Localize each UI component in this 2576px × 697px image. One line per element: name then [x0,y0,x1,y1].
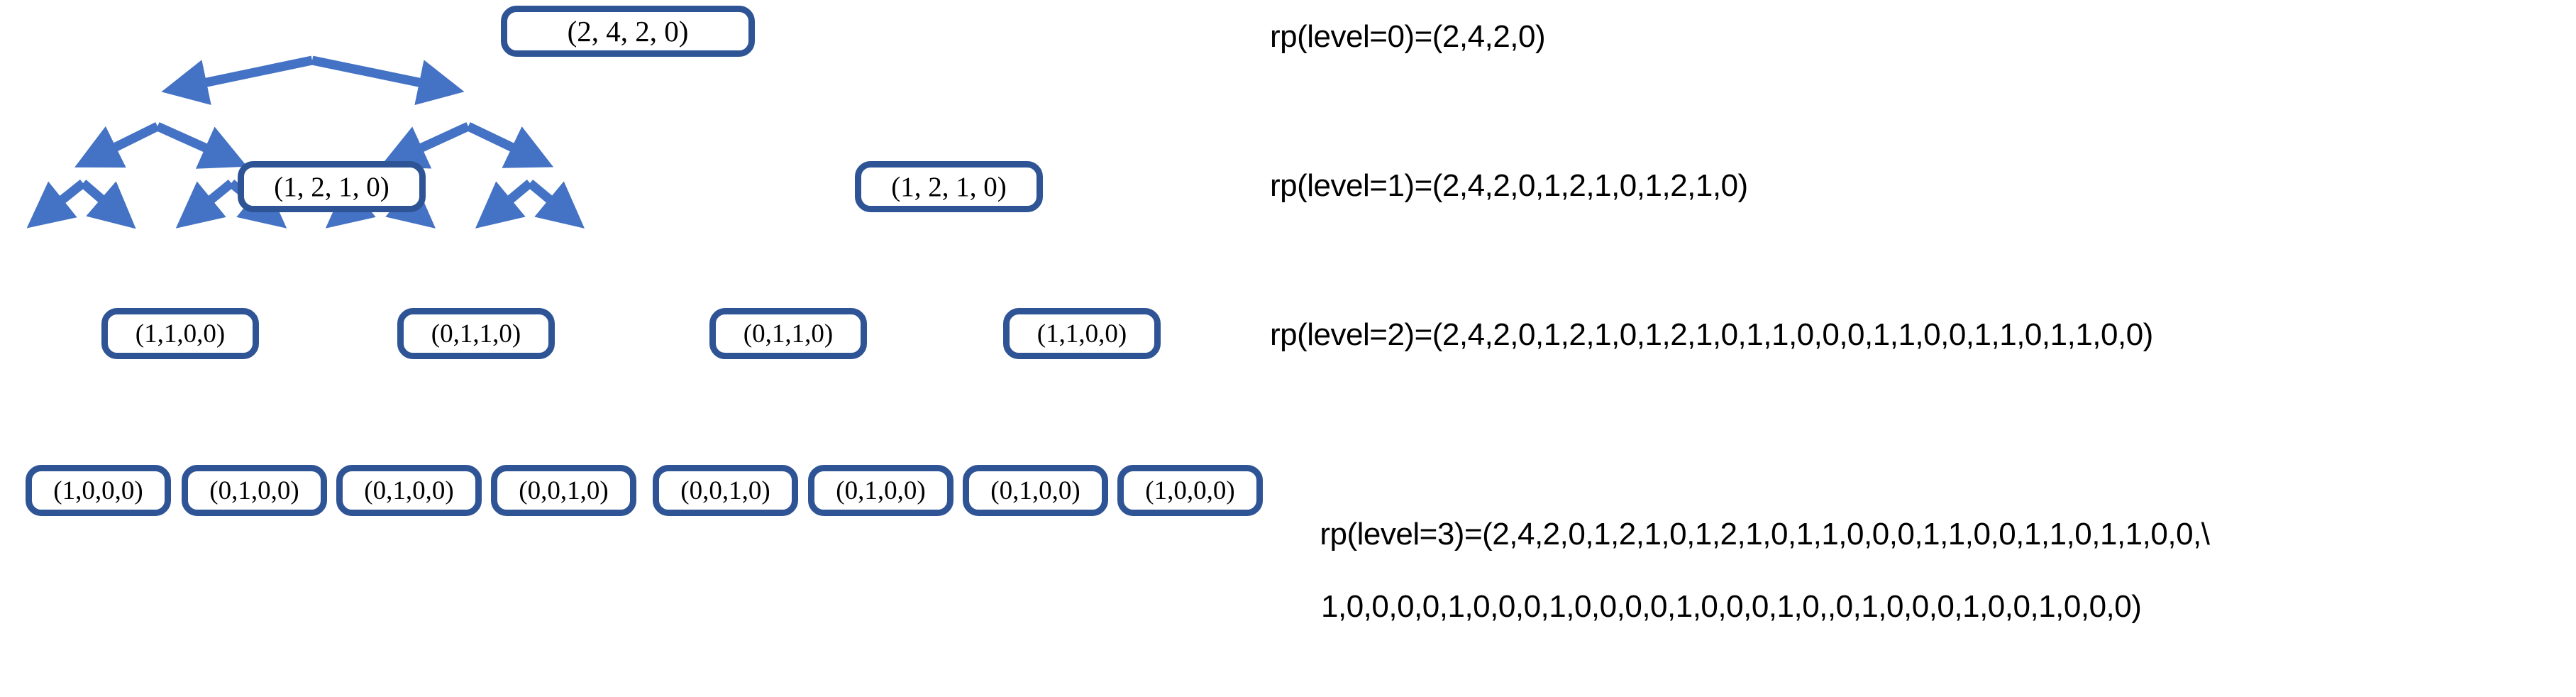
tree-diagram: (2, 4, 2, 0) (1, 2, 1, 0) (1, 2, 1, 0) (… [0,0,1263,598]
edge-n2-n5 [380,122,470,169]
tree-leaf-4[interactable]: (0,0,1,0) [653,465,798,516]
rp-formula-list: rp(level=0)=(2,4,2,0) rp(level=1)=(2,4,2… [1270,0,2576,624]
tree-leaf-7[interactable]: (1,0,0,0) [1117,465,1263,516]
tree-node-root[interactable]: (2, 4, 2, 0) [501,6,755,57]
rp-level-3-line: rp(level=3)=(2,4,2,0,1,2,1,0,1,2,1,0,1,1… [1270,480,2210,697]
edge-n0-n2 [311,55,465,105]
tree-node-l2-0[interactable]: (1,1,0,0) [101,308,259,359]
edge-n4-n9 [175,179,235,229]
tree-node-l2-3[interactable]: (1,1,0,0) [1003,308,1161,359]
tree-leaf-0[interactable]: (1,0,0,0) [26,465,171,516]
rp-level-1-line: rp(level=1)=(2,4,2,0,1,2,1,0,1,2,1,0) [1270,168,1748,203]
edge-n1-n4 [155,122,248,169]
rp-level-3-line-continuation: 1,0,0,0,0,1,0,0,0,1,0,0,0,0,1,0,0,0,1,0,… [1321,589,2142,625]
edge-n6-n14 [526,179,585,229]
edge-n0-n1 [161,55,314,105]
tree-leaf-2[interactable]: (0,1,0,0) [336,465,482,516]
tree-node-l1-0[interactable]: (1, 2, 1, 0) [238,161,426,212]
edge-n3-n8 [79,180,136,229]
tree-leaf-6[interactable]: (0,1,0,0) [963,465,1108,516]
rp-level-2-line: rp(level=2)=(2,4,2,0,1,2,1,0,1,2,1,0,1,1… [1270,317,2153,352]
rp-level-0-line: rp(level=0)=(2,4,2,0) [1270,19,1546,54]
edge-n2-n6 [466,122,554,168]
edge-n3-n7 [26,179,87,229]
tree-leaf-3[interactable]: (0,0,1,0) [491,465,636,516]
tree-node-l1-1[interactable]: (1, 2, 1, 0) [855,161,1043,212]
tree-node-l2-1[interactable]: (0,1,1,0) [397,308,555,359]
edge-n6-n13 [475,179,534,229]
tree-leaf-5[interactable]: (0,1,0,0) [808,465,953,516]
tree-node-l2-2[interactable]: (0,1,1,0) [709,308,867,359]
diagram-canvas: (2, 4, 2, 0) (1, 2, 1, 0) (1, 2, 1, 0) (… [0,0,2576,624]
rp-level-3-line-first: rp(level=3)=(2,4,2,0,1,2,1,0,1,2,1,0,1,1… [1320,517,2210,552]
tree-leaf-1[interactable]: (0,1,0,0) [182,465,327,516]
edge-n1-n3 [74,122,160,168]
